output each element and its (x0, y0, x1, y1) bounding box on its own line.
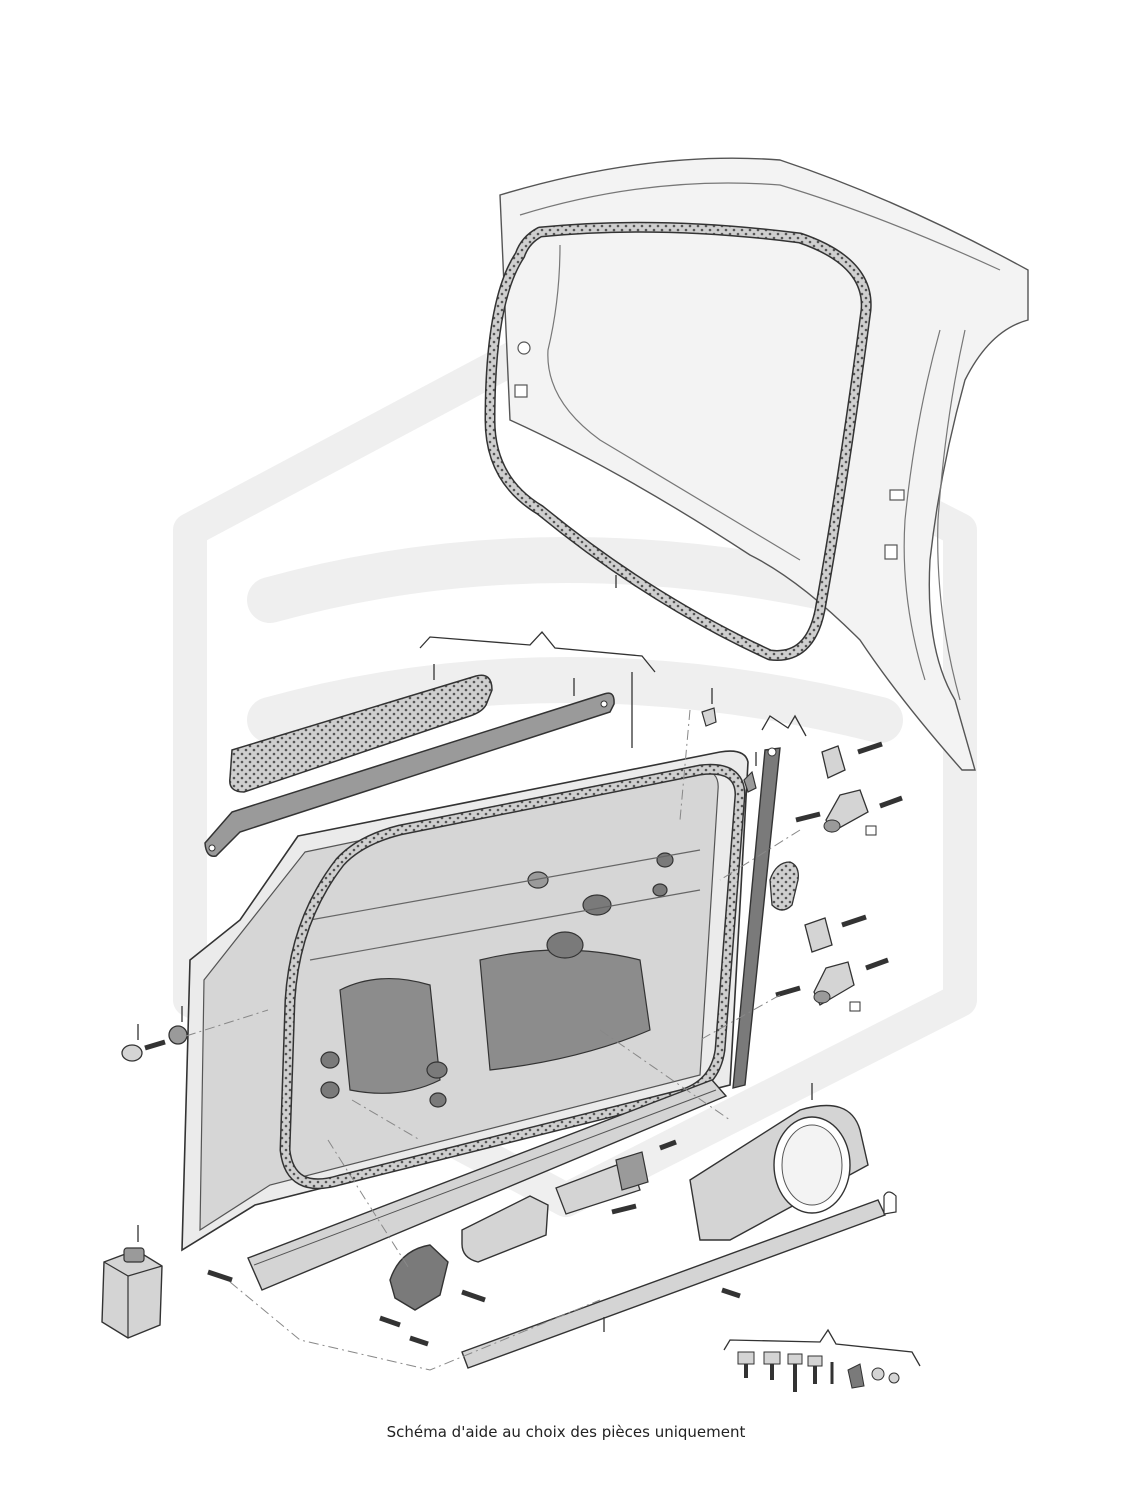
parts-group-bracket (419, 631, 807, 737)
diagram-caption: Schéma d'aide au choix des pièces unique… (386, 1423, 746, 1441)
lower-hinge (775, 914, 889, 1012)
bolt-assortment (723, 1328, 921, 1392)
door-check-strap (769, 861, 799, 911)
speaker-housing-cover (689, 1083, 869, 1241)
upper-fasteners (701, 688, 757, 793)
door-opening-seal (484, 221, 872, 661)
b-pillar-seal-strip (732, 747, 781, 1089)
upper-hinge (795, 741, 903, 836)
window-seal-strip (204, 678, 615, 857)
window-channel-felt (229, 664, 493, 793)
lower-fasteners (207, 1269, 486, 1347)
sealant-bottle (101, 1225, 163, 1339)
body-side-frame (499, 157, 1029, 771)
lower-door-strip (247, 1079, 728, 1291)
leader-lines (185, 709, 801, 1371)
sill-trim-strip (461, 1191, 897, 1369)
left-fasteners (121, 1006, 188, 1062)
